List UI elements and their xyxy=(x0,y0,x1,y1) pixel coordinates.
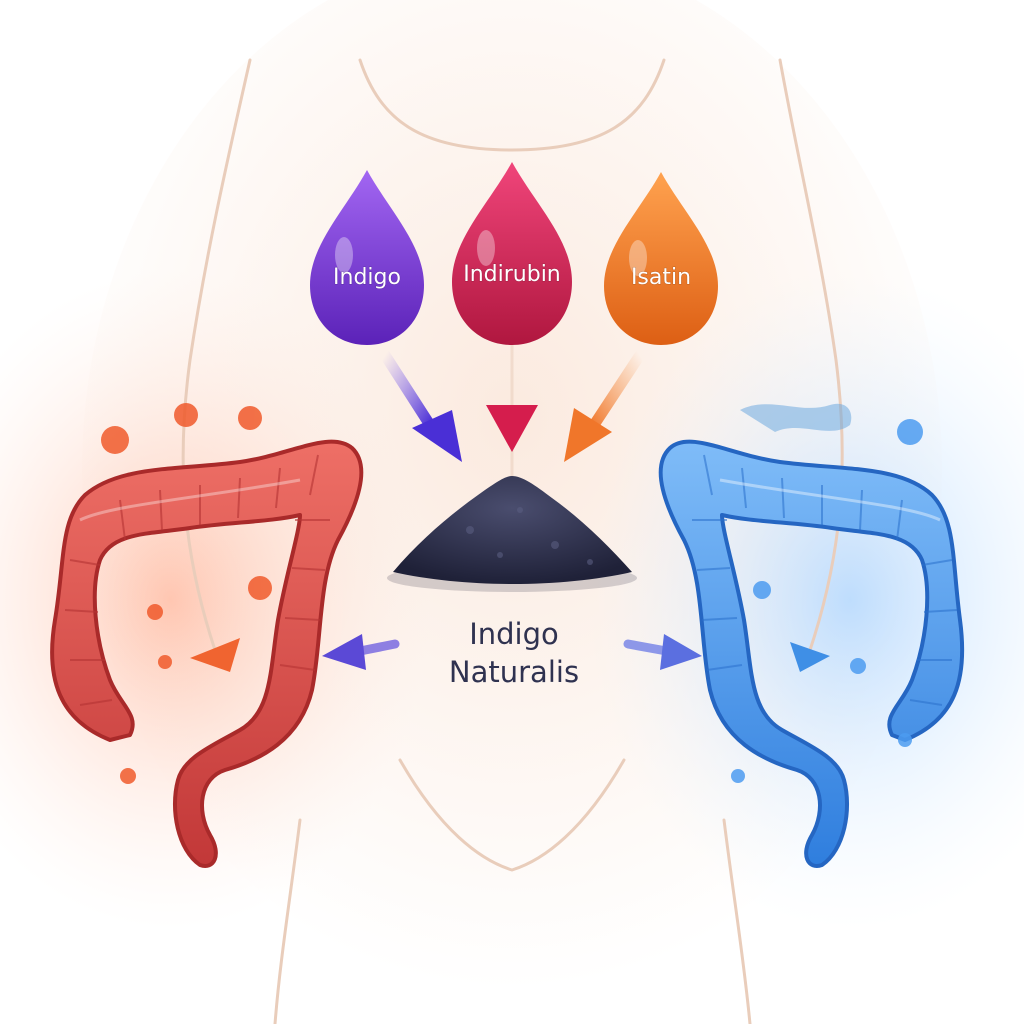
inflamed-colon xyxy=(50,403,364,868)
arrow-to-healthy-colon xyxy=(623,634,702,670)
healthy-colon xyxy=(658,403,965,868)
drop-label-indirubin: Indirubin xyxy=(463,262,561,287)
arrow-isatin-to-powder xyxy=(564,349,646,462)
inflammation-drops xyxy=(101,403,272,784)
center-label-line2: Naturalis xyxy=(449,655,579,689)
center-label-line1: Indigo xyxy=(469,617,559,651)
drop-label-indigo: Indigo xyxy=(333,265,401,290)
healing-wave-icon xyxy=(740,403,852,432)
arrow-to-inflamed-colon xyxy=(322,634,400,670)
indigo-naturalis-powder xyxy=(387,476,637,592)
drop-indigo: Indigo xyxy=(310,170,424,345)
arrow-indirubin-to-powder xyxy=(486,339,538,452)
healing-drops xyxy=(731,419,923,783)
drop-indirubin: Indirubin xyxy=(452,162,572,345)
arrow-indigo-to-powder xyxy=(379,349,462,462)
inflammation-arrow-icon xyxy=(190,638,240,672)
healing-arrow-icon xyxy=(790,642,830,672)
drop-label-isatin: Isatin xyxy=(631,265,691,290)
drop-isatin: Isatin xyxy=(604,172,718,345)
